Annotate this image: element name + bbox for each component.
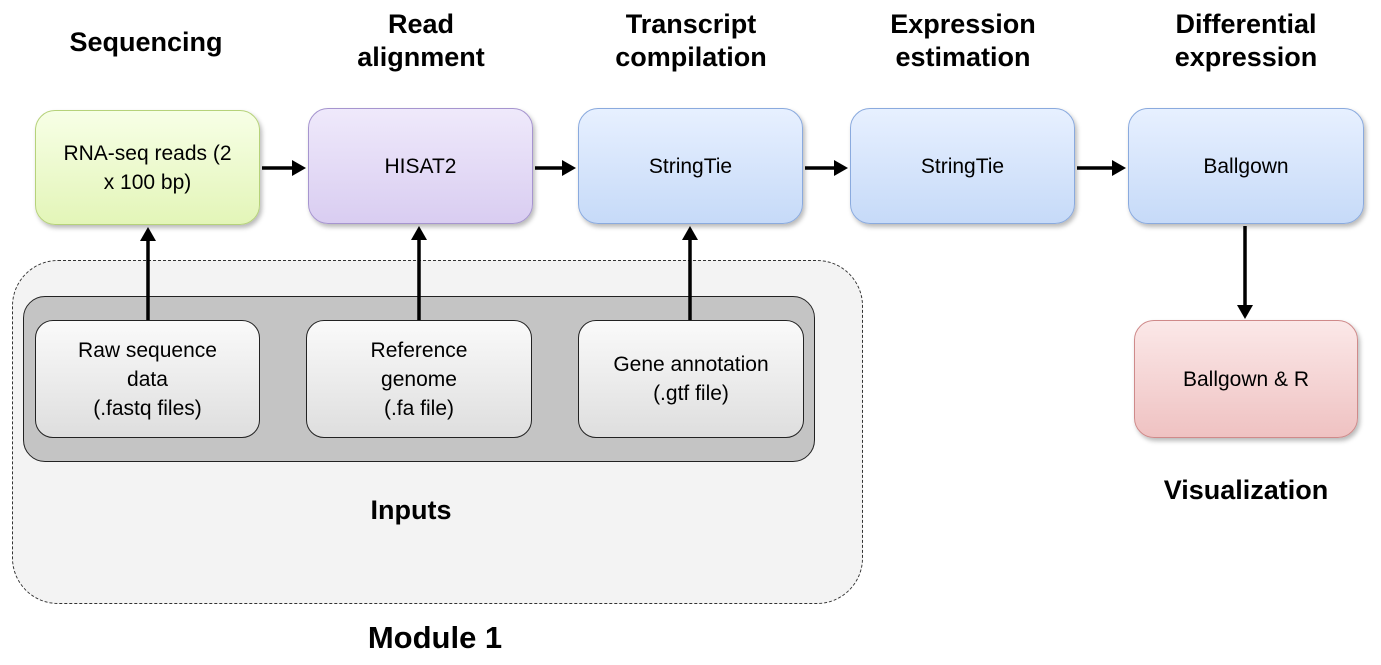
reference-genome-label: Reference genome (.fa file) [370,338,468,420]
raw-sequence-data-box: Raw sequence data (.fastq files) [35,320,260,438]
module-label: Module 1 [367,620,503,655]
stage-label-differential-expression: Differential expression [1174,9,1318,72]
ballgown-box: Ballgown [1128,108,1364,224]
stage-label-sequencing: Sequencing [69,26,223,57]
arrowhead-ballgown-to-r [1237,305,1253,319]
stage-label-read-alignment: Read alignment [357,9,485,72]
gene-annotation-label: Gene annotation (.gtf file) [613,353,769,405]
stringtie-estimation-box: StringTie [850,108,1075,224]
rnaseq-reads-label: RNA-seq reads (2 x 100 bp) [63,141,232,194]
stringtie-compilation-box: StringTie [578,108,803,224]
hisat2-label: HISAT2 [384,154,457,178]
stringtie-compilation-label: StringTie [648,154,733,178]
reference-genome-box: Reference genome (.fa file) [306,320,532,438]
visualization-label: Visualization [1163,474,1329,505]
raw-sequence-data-label: Raw sequence data (.fastq files) [78,338,217,420]
arrowhead-reads-to-hisat2 [292,160,306,176]
gene-annotation-box: Gene annotation (.gtf file) [578,320,804,438]
arrowhead-stringtie-to-ballgown [1112,160,1126,176]
arrowhead-genome-to-hisat2 [411,226,427,240]
ballgown-r-box: Ballgown & R [1134,320,1358,438]
arrowhead-raw-to-reads [140,227,156,241]
inputs-label: Inputs [370,494,452,525]
hisat2-box: HISAT2 [308,108,533,224]
stage-label-transcript-compilation: Transcript compilation [615,9,767,72]
stage-label-expression-estimation: Expression estimation [890,9,1036,72]
arrowhead-annotation-to-stringtie [682,226,698,240]
ballgown-r-label: Ballgown & R [1182,367,1310,391]
stringtie-estimation-label: StringTie [920,154,1005,178]
rnaseq-reads-box: RNA-seq reads (2 x 100 bp) [35,110,260,225]
ballgown-label: Ballgown [1203,154,1289,178]
arrowhead-stringtie-to-stringtie [834,160,848,176]
arrowhead-hisat2-to-stringtie [562,160,576,176]
